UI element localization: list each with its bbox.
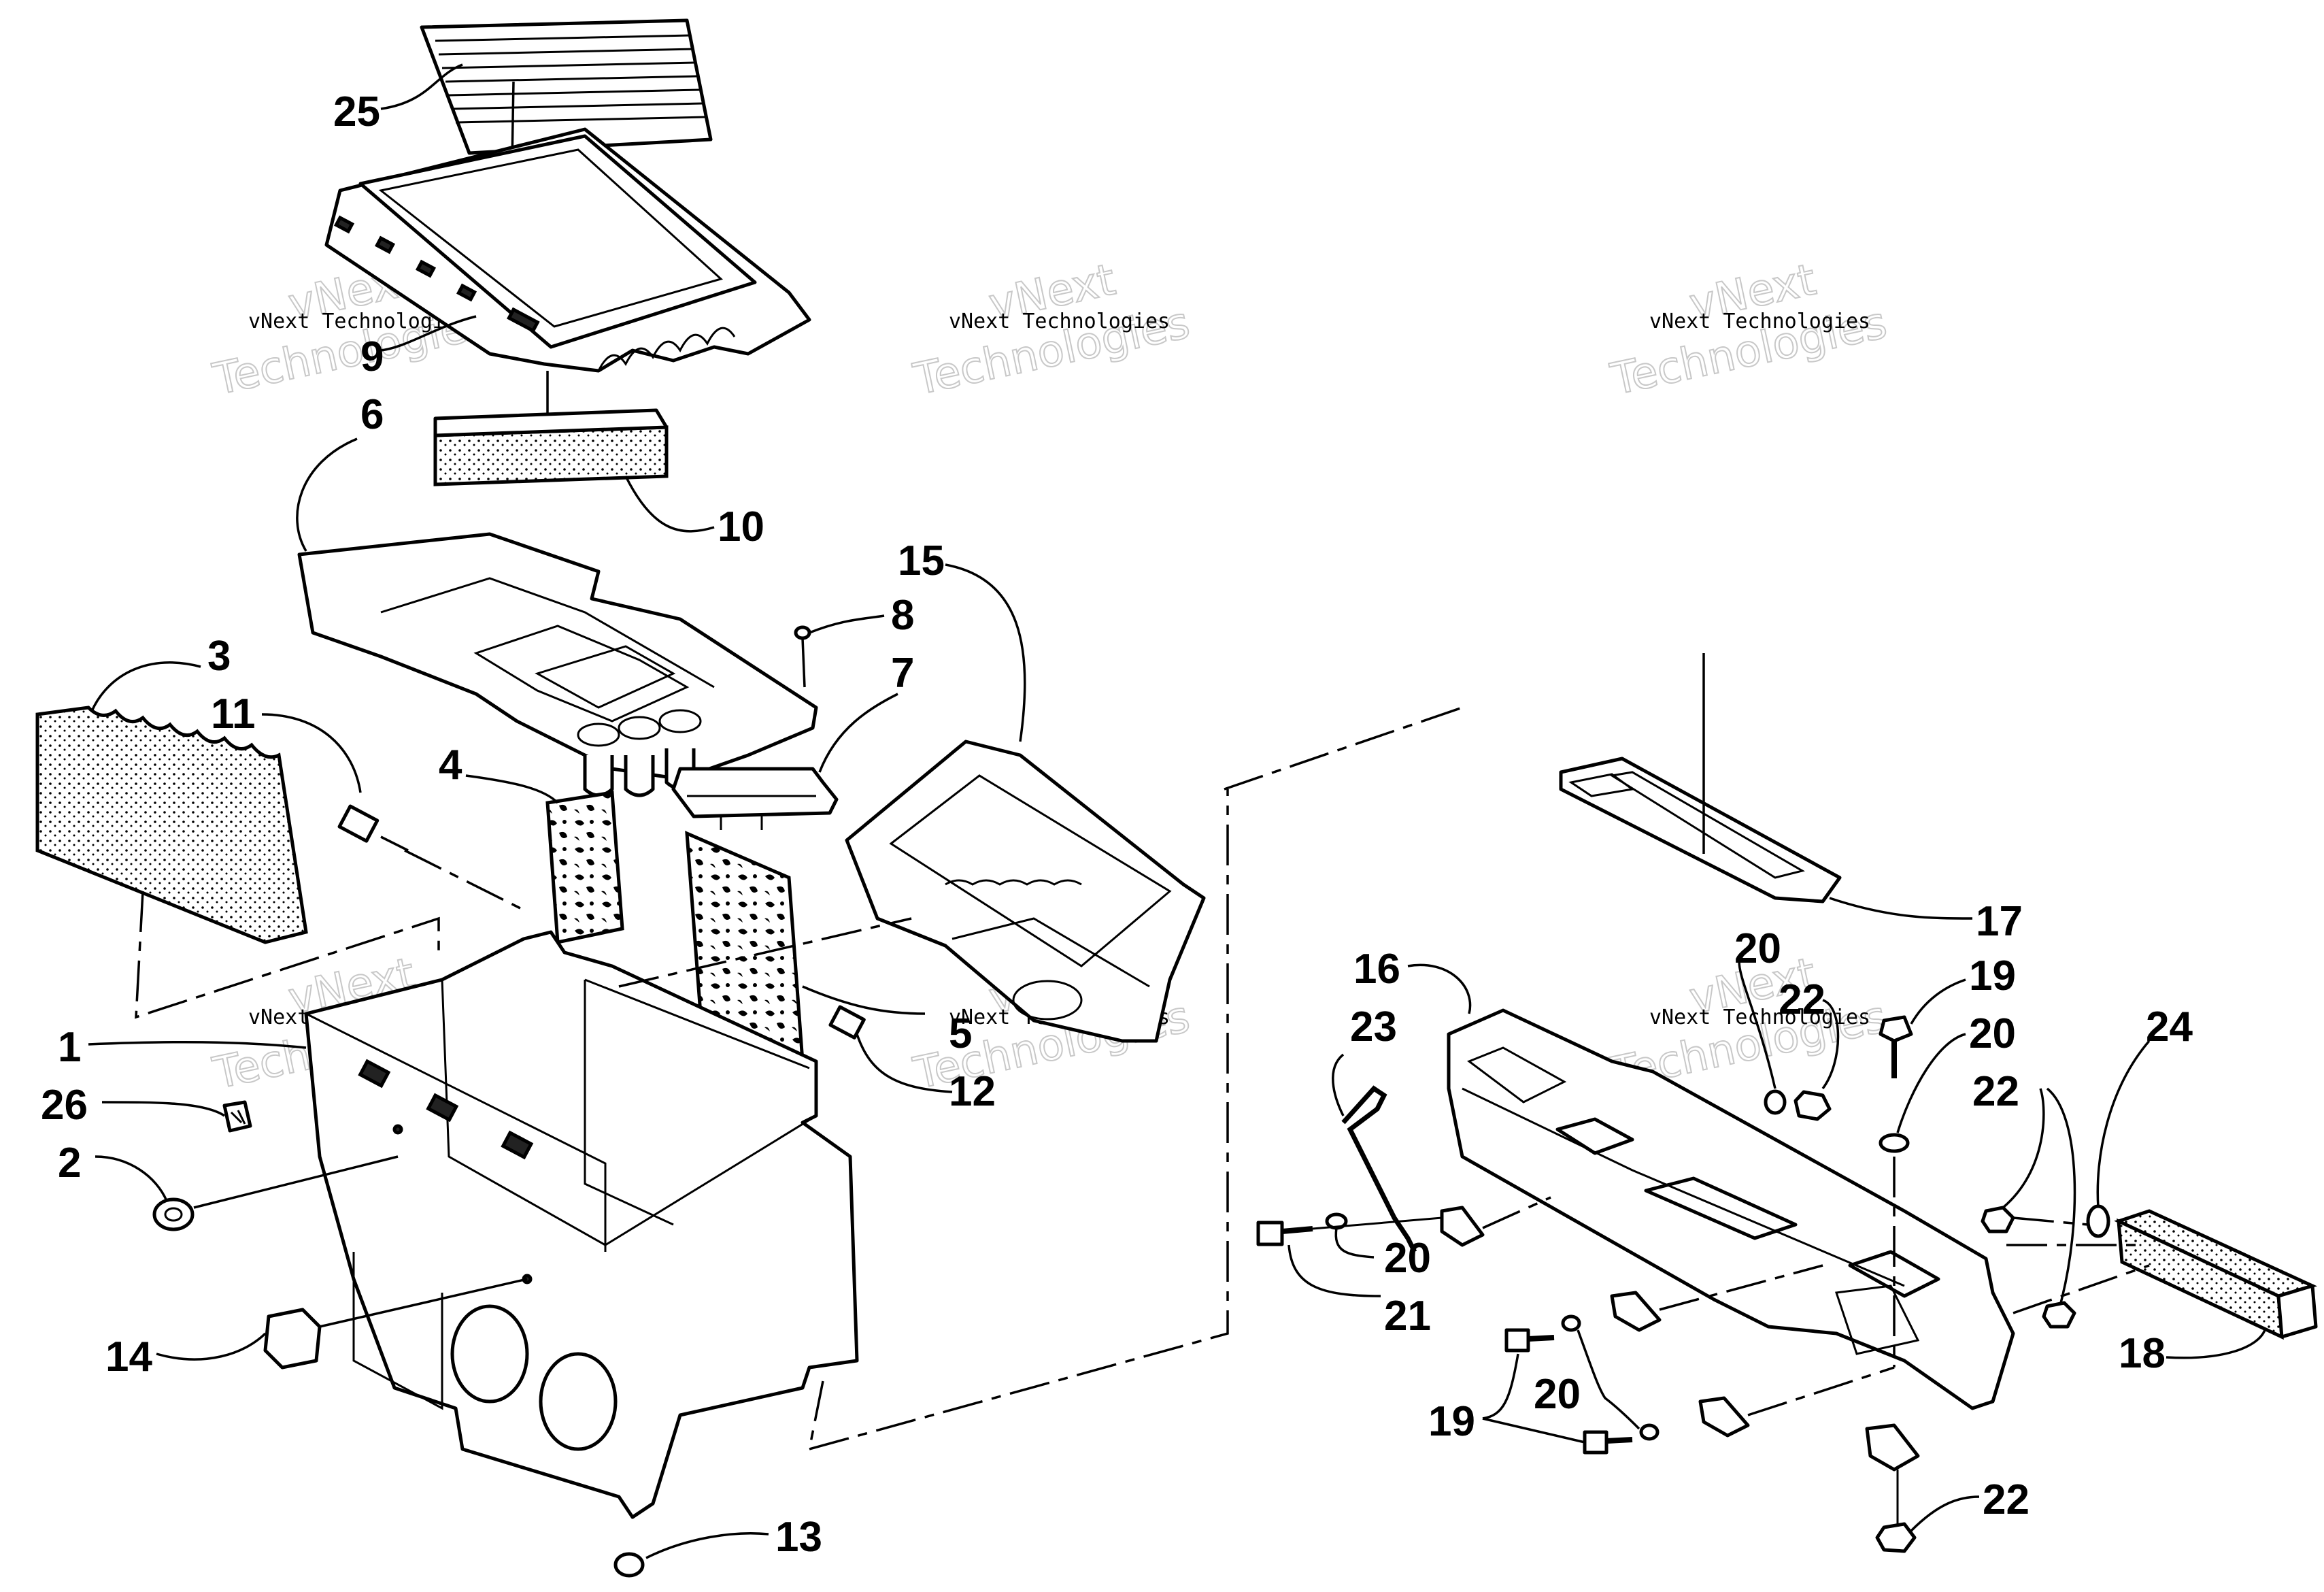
- part-3-foam-pad: [35, 706, 308, 944]
- callout-15: 15: [898, 537, 945, 584]
- part-1-main-airbox: [304, 930, 859, 1519]
- watermark-text-2: vNext Technologies: [949, 310, 1170, 333]
- part-22-nut-a: [1793, 1090, 1832, 1121]
- callout-18: 18: [2119, 1330, 2166, 1377]
- part-15-intake: [845, 740, 1206, 1043]
- part-22-nut-b: [1981, 1206, 2015, 1233]
- callout-23: 23: [1350, 1004, 1397, 1050]
- part-26-small-decal: [222, 1100, 252, 1133]
- part-14-clip: [263, 1308, 322, 1370]
- knob-d: [1865, 1423, 1920, 1472]
- part-22-nut-d: [1875, 1522, 1917, 1553]
- callout-3: 3: [207, 633, 231, 680]
- callout-26: 26: [41, 1082, 88, 1129]
- part-20-washer-b: [1764, 1089, 1787, 1115]
- callout-21: 21: [1384, 1293, 1431, 1340]
- part-16-duct: [1447, 1008, 2015, 1410]
- part-20-washer-e: [1639, 1423, 1660, 1441]
- callout-19-a: 19: [1969, 952, 2016, 999]
- part-2-plug: [152, 1197, 195, 1231]
- watermark-text-3: vNext Technologies: [1649, 310, 1870, 333]
- part-24-grommet: [2086, 1204, 2110, 1238]
- knob-c: [1698, 1396, 1750, 1438]
- knob-a: [1440, 1206, 1485, 1247]
- callout-22-a: 22: [1779, 976, 1825, 1023]
- part-22-nut-c: [2042, 1301, 2076, 1329]
- callout-22-b: 22: [1972, 1068, 2019, 1115]
- part-6-airbox-top: [297, 532, 818, 797]
- part-13-drain: [613, 1552, 645, 1578]
- callout-labels: 25 9 6 10 15 8 7 3 11 4 5 12 1 26 2 14 1…: [41, 88, 2193, 1561]
- callout-19-b: 19: [1428, 1398, 1475, 1445]
- callout-7: 7: [891, 650, 914, 697]
- callout-25: 25: [333, 88, 380, 135]
- part-18-filter-pad: [2114, 1209, 2318, 1340]
- callout-5: 5: [949, 1010, 972, 1057]
- callout-14: 14: [105, 1333, 152, 1380]
- callout-6: 6: [360, 391, 384, 438]
- callout-20-b: 20: [1969, 1010, 2016, 1057]
- part-23-rod: [1341, 1085, 1417, 1253]
- part-12-fitting: [828, 1005, 866, 1040]
- part-7-seal: [671, 767, 839, 830]
- callout-1: 1: [58, 1024, 81, 1071]
- part-8-screw: [794, 625, 811, 688]
- callout-2: 2: [58, 1140, 81, 1187]
- callout-13: 13: [775, 1514, 822, 1561]
- callout-20-c: 20: [1384, 1235, 1431, 1282]
- part-9-airbox-lid: [324, 127, 811, 373]
- part-20-washer-c: [1879, 1133, 1910, 1153]
- callout-16: 16: [1353, 946, 1400, 993]
- callout-12: 12: [949, 1068, 996, 1115]
- callout-17: 17: [1976, 898, 2023, 945]
- callout-8: 8: [891, 592, 914, 639]
- knob-b: [1610, 1291, 1662, 1332]
- part-21-bolt: [1256, 1221, 1313, 1246]
- part-19-bolt-top: [1879, 1015, 1913, 1078]
- part-4-foam-blocks: [545, 791, 805, 1065]
- callout-20-d: 20: [1534, 1371, 1581, 1418]
- part-25-decal: [420, 18, 713, 155]
- part-17-gasket: [1559, 757, 1842, 903]
- callout-9: 9: [360, 333, 384, 380]
- callout-11: 11: [211, 691, 256, 737]
- callout-20-a: 20: [1734, 925, 1781, 972]
- callout-24: 24: [2146, 1004, 2193, 1050]
- callout-10: 10: [718, 503, 764, 550]
- part-20-washer-d: [1561, 1314, 1581, 1332]
- part-11-bolt: [337, 804, 528, 913]
- callout-22-c: 22: [1983, 1476, 2030, 1523]
- part-10-filter: [433, 408, 669, 486]
- callout-4: 4: [439, 742, 462, 789]
- part-19-bolt-low: [1583, 1430, 1633, 1455]
- part-19-bolt-mid: [1504, 1328, 1555, 1353]
